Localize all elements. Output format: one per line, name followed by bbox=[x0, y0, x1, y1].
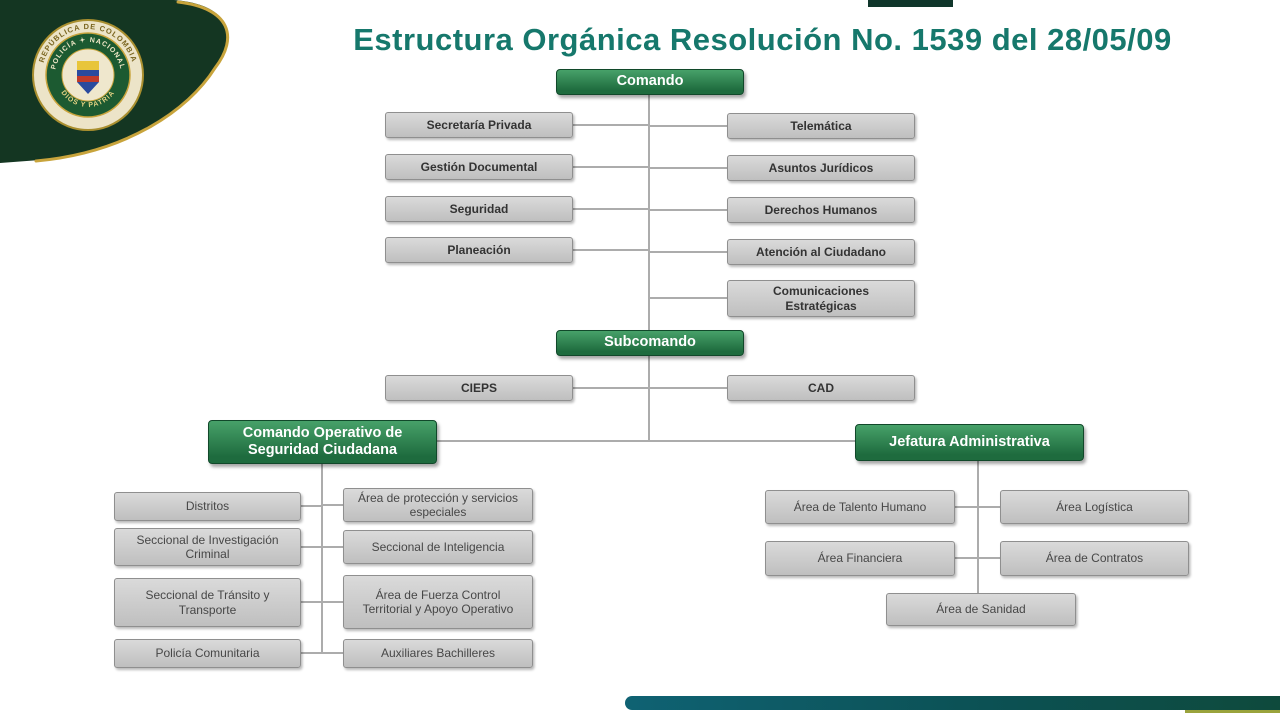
node-seguridad: Seguridad bbox=[385, 196, 573, 222]
connector-line bbox=[323, 652, 343, 654]
connector-line bbox=[573, 249, 648, 251]
node-area-talento-humano: Área de Talento Humano bbox=[765, 490, 955, 524]
connector-line bbox=[650, 167, 727, 169]
node-cad: CAD bbox=[727, 375, 915, 401]
node-derechos-humanos: Derechos Humanos bbox=[727, 197, 915, 223]
node-subcomando: Subcomando bbox=[556, 330, 744, 356]
node-seccional-inteligencia: Seccional de Inteligencia bbox=[343, 530, 533, 564]
connector-line bbox=[301, 546, 321, 548]
connector-line bbox=[573, 387, 648, 389]
connector-line bbox=[648, 95, 650, 330]
connector-line bbox=[648, 356, 650, 440]
node-area-proteccion-servicios-especiales: Área de protección y servicios especiale… bbox=[343, 488, 533, 522]
bottom-accent-bar bbox=[625, 696, 1280, 710]
connector-line bbox=[650, 251, 727, 253]
bottom-accent-stripe bbox=[1185, 710, 1280, 713]
node-planeacion: Planeación bbox=[385, 237, 573, 263]
page-title: Estructura Orgánica Resolución No. 1539 … bbox=[353, 22, 1172, 57]
node-jefatura-administrativa: Jefatura Administrativa bbox=[855, 424, 1084, 461]
connector-line bbox=[979, 506, 1000, 508]
coat-of-arms-icon bbox=[77, 61, 99, 94]
node-telematica: Telemática bbox=[727, 113, 915, 139]
connector-line bbox=[650, 387, 727, 389]
connector-line bbox=[323, 546, 343, 548]
connector-line bbox=[573, 124, 648, 126]
node-area-financiera: Área Financiera bbox=[765, 541, 955, 576]
connector-line bbox=[650, 209, 727, 211]
connector-line bbox=[301, 652, 321, 654]
police-crest-svg: REPÚBLICA DE COLOMBIA POLICÍA ✦ NACIONAL… bbox=[0, 0, 230, 163]
connector-line bbox=[301, 505, 321, 507]
node-cieps: CIEPS bbox=[385, 375, 573, 401]
node-area-fuerza-control-territorial: Área de Fuerza Control Territorial y Apo… bbox=[343, 575, 533, 629]
connector-line bbox=[979, 557, 1000, 559]
node-area-logistica: Área Logística bbox=[1000, 490, 1189, 524]
node-comunicaciones-estrategicas: Comunicaciones Estratégicas bbox=[727, 280, 915, 317]
node-seccional-investigacion-criminal: Seccional de Investigación Criminal bbox=[114, 528, 301, 566]
node-asuntos-juridicos: Asuntos Jurídicos bbox=[727, 155, 915, 181]
connector-line bbox=[955, 557, 977, 559]
node-distritos: Distritos bbox=[114, 492, 301, 521]
gold-curve bbox=[34, 0, 230, 163]
connector-line bbox=[323, 504, 343, 506]
node-policia-comunitaria: Policía Comunitaria bbox=[114, 639, 301, 668]
connector-line bbox=[650, 125, 727, 127]
police-crest-logo: REPÚBLICA DE COLOMBIA POLICÍA ✦ NACIONAL… bbox=[0, 0, 252, 172]
top-accent-bar bbox=[868, 0, 953, 7]
connector-line bbox=[573, 208, 648, 210]
node-seccional-transito-transporte: Seccional de Tránsito y Transporte bbox=[114, 578, 301, 627]
node-area-contratos: Área de Contratos bbox=[1000, 541, 1189, 576]
connector-line bbox=[573, 166, 648, 168]
node-atencion-al-ciudadano: Atención al Ciudadano bbox=[727, 239, 915, 265]
connector-line bbox=[301, 601, 321, 603]
node-area-sanidad: Área de Sanidad bbox=[886, 593, 1076, 626]
connector-line bbox=[323, 601, 343, 603]
connector-line bbox=[977, 461, 979, 593]
connector-line bbox=[437, 440, 855, 442]
connector-line bbox=[321, 464, 323, 654]
node-secretaria-privada: Secretaría Privada bbox=[385, 112, 573, 138]
node-gestion-documental: Gestión Documental bbox=[385, 154, 573, 180]
node-comando-operativo: Comando Operativo de Seguridad Ciudadana bbox=[208, 420, 437, 464]
node-auxiliares-bachilleres: Auxiliares Bachilleres bbox=[343, 639, 533, 668]
connector-line bbox=[650, 297, 727, 299]
node-comando: Comando bbox=[556, 69, 744, 95]
connector-line bbox=[955, 506, 977, 508]
